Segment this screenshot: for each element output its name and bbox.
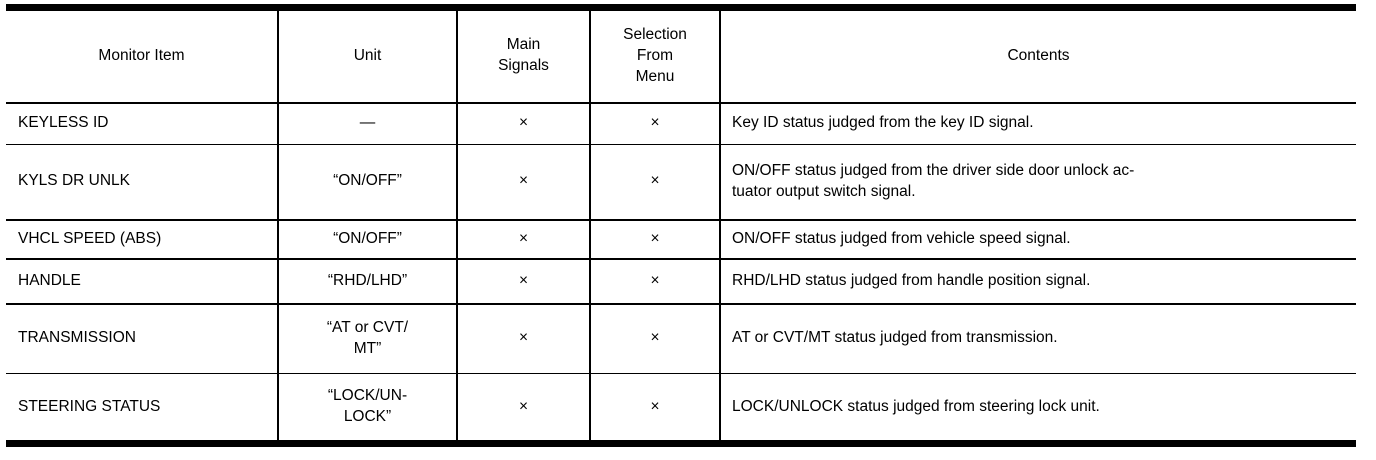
cell-monitor-item: HANDLE (6, 258, 279, 305)
cell-unit: “LOCK/UN- LOCK” (278, 373, 458, 444)
cell-monitor-item: KEYLESS ID (6, 102, 279, 145)
cell-monitor-item: KYLS DR UNLK (6, 144, 279, 221)
cell-selection-from-menu: × (590, 373, 721, 444)
col-header-main-signals: Main Signals (457, 7, 591, 104)
cell-contents: ON/OFF status judged from the driver sid… (720, 144, 1356, 221)
cell-unit: — (278, 102, 458, 145)
table-row: KYLS DR UNLK “ON/OFF” × × ON/OFF status … (6, 144, 1356, 221)
cell-selection-from-menu: × (590, 102, 721, 145)
cell-monitor-item: TRANSMISSION (6, 303, 279, 374)
col-header-contents: Contents (720, 7, 1356, 104)
col-header-selection-from-menu: Selection From Menu (590, 7, 721, 104)
col-header-unit: Unit (278, 7, 458, 104)
cell-selection-from-menu: × (590, 144, 721, 221)
table-row: HANDLE “RHD/LHD” × × RHD/LHD status judg… (6, 258, 1356, 305)
col-header-monitor-item: Monitor Item (6, 7, 279, 104)
cell-main-signals: × (457, 102, 591, 145)
cell-contents: LOCK/UNLOCK status judged from steering … (732, 397, 1100, 415)
cell-main-signals: × (457, 258, 591, 305)
cell-monitor-item: VHCL SPEED (ABS) (6, 219, 279, 260)
cell-unit: “RHD/LHD” (278, 258, 458, 305)
cell-unit: “ON/OFF” (278, 219, 458, 260)
table-header-row: Monitor Item Unit Main Signals Selection… (6, 7, 1356, 104)
cell-main-signals: × (457, 303, 591, 374)
cell-monitor-item: STEERING STATUS (6, 373, 279, 444)
cell-contents: RHD/LHD status judged from handle positi… (720, 258, 1356, 305)
cell-main-signals: × (457, 219, 591, 260)
cell-selection-from-menu: × (590, 219, 721, 260)
cell-unit: “ON/OFF” (278, 144, 458, 221)
table-row: VHCL SPEED (ABS) “ON/OFF” × × ON/OFF sta… (6, 219, 1356, 260)
cell-main-signals: × (457, 144, 591, 221)
monitor-item-table: Monitor Item Unit Main Signals Selection… (6, 4, 1356, 447)
table-row: KEYLESS ID — × × Key ID status judged fr… (6, 102, 1356, 145)
cell-contents: AT or CVT/MT status judged from transmis… (720, 303, 1356, 374)
cell-contents: ON/OFF status judged from vehicle speed … (720, 219, 1356, 260)
table-row: TRANSMISSION “AT or CVT/ MT” × × AT or C… (6, 303, 1356, 374)
cell-contents: Key ID status judged from the key ID sig… (720, 102, 1356, 145)
cell-main-signals: × (457, 373, 591, 444)
table-row: STEERING STATUS “LOCK/UN- LOCK” × × LOCK… (6, 373, 1356, 444)
cell-selection-from-menu: × (590, 258, 721, 305)
cell-selection-from-menu: × (590, 303, 721, 374)
cell-unit: “AT or CVT/ MT” (278, 303, 458, 374)
